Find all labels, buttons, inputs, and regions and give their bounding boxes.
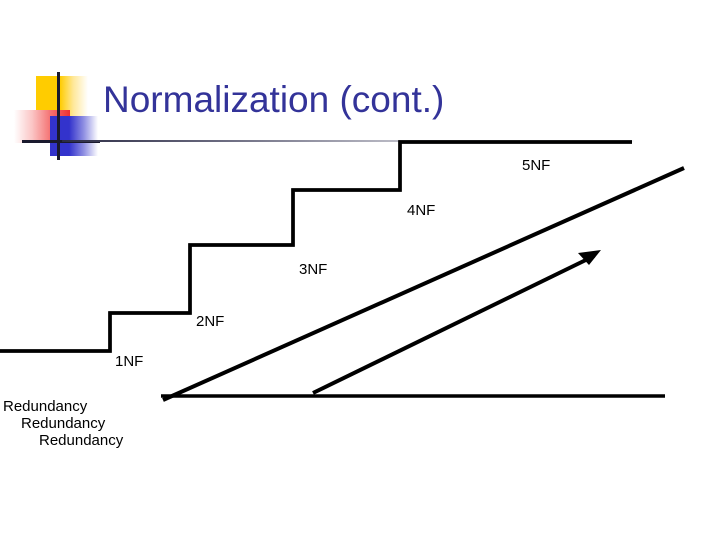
step-label-2nf: 2NF bbox=[196, 313, 225, 330]
redundancy-line-2: Redundancy bbox=[21, 415, 106, 432]
redundancy-annotation-block: Redundancy Redundancy Redundancy bbox=[3, 398, 123, 449]
redundancy-line-3: Redundancy bbox=[39, 432, 124, 449]
logo-horizontal-line bbox=[22, 140, 100, 143]
redundancy-line-1: Redundancy bbox=[3, 398, 88, 415]
step-label-1nf: 1NF bbox=[115, 353, 144, 370]
step-label-5nf: 5NF bbox=[522, 157, 551, 174]
step-label-4nf: 4NF bbox=[407, 202, 436, 219]
step-label-3nf: 3NF bbox=[299, 261, 328, 278]
staircase-path-steps bbox=[0, 140, 632, 353]
title-underline-rule bbox=[62, 140, 634, 142]
page-title: Normalization (cont.) bbox=[103, 79, 445, 120]
decorative-logo bbox=[14, 72, 100, 160]
logo-yellow-square bbox=[36, 76, 88, 116]
upper-diagonal-line bbox=[162, 166, 685, 402]
arrowhead-icon bbox=[578, 250, 601, 265]
lower-diagonal-arrow-shaft bbox=[312, 254, 595, 395]
logo-vertical-line bbox=[57, 72, 60, 160]
